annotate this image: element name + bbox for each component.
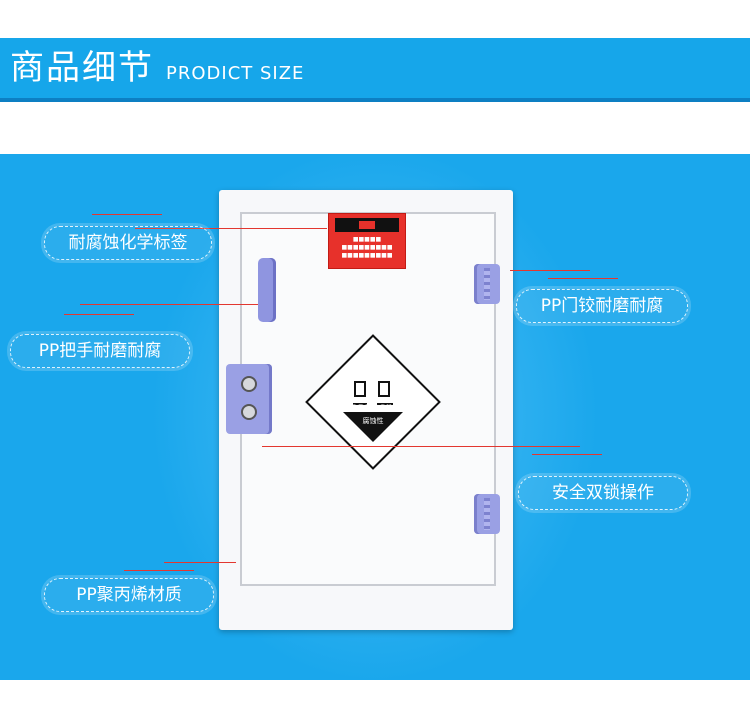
- chemical-warning-label: ■■■■■■■■■■■■■■■■■■■■■■■: [328, 213, 406, 269]
- key-icon: [241, 376, 257, 392]
- leader-line-lock: [532, 454, 602, 455]
- leader-line-hinge: [510, 270, 590, 271]
- leader-line-handle: [64, 314, 134, 315]
- callout-safety-lock: 安全双锁操作: [518, 476, 688, 510]
- warning-label-strip: [335, 218, 399, 232]
- page-title: 商品细节: [10, 48, 154, 88]
- callout-chemical-label: 耐腐蚀化学标签: [44, 226, 212, 260]
- door-handle: [258, 258, 276, 322]
- callout-pp-material: PP聚丙烯材质: [44, 578, 214, 612]
- key-icon: [241, 404, 257, 420]
- hazard-text-en: CORROSIVE: [343, 404, 403, 414]
- leader-line-material: [164, 562, 236, 563]
- corrosive-icon: [333, 362, 413, 442]
- page-subtitle: PRODICT SIZE: [166, 63, 305, 84]
- door-hinge-top: [474, 264, 500, 304]
- leader-line-lock: [262, 446, 580, 447]
- header-underline: [0, 98, 750, 102]
- header-bar: [0, 38, 750, 100]
- lock-plate: [226, 364, 272, 434]
- corrosive-hazard-diamond: [305, 334, 441, 470]
- leader-line-material: [124, 570, 194, 571]
- warning-label-fine-print: ■■■■■■■■■■■■■■■■■■■■■■■: [341, 236, 393, 259]
- callout-pp-hinge: PP门铰耐磨耐腐: [516, 289, 688, 323]
- leader-line-label: [92, 214, 162, 215]
- hazard-text-cn: 腐蚀性: [362, 417, 384, 425]
- leader-line-hinge: [548, 278, 618, 279]
- leader-line-label: [135, 228, 327, 229]
- callout-pp-handle: PP把手耐磨耐腐: [10, 334, 190, 368]
- leader-line-handle: [80, 304, 258, 305]
- door-hinge-bottom: [474, 494, 500, 534]
